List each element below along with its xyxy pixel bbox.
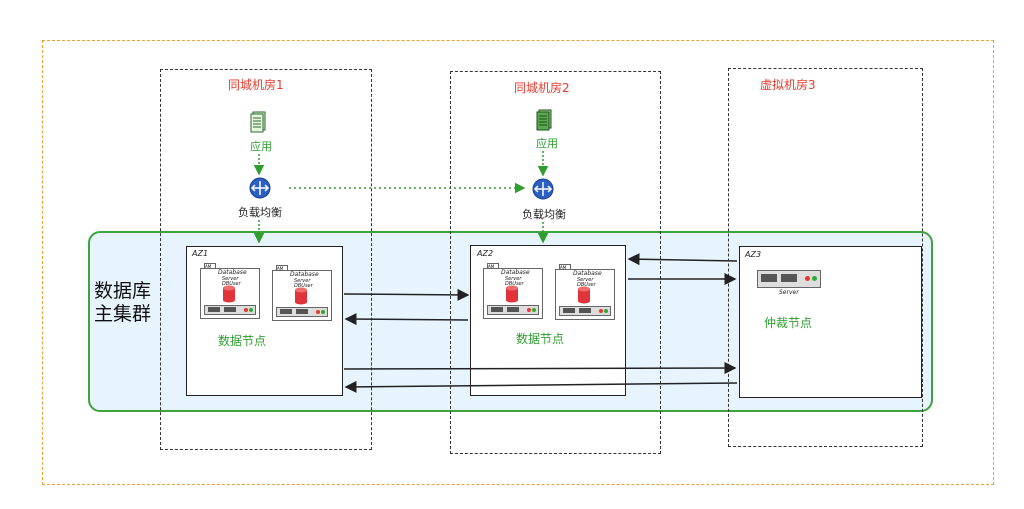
database-server: AM Database Server DBUser [272,265,332,321]
db-sub2: DBUser [505,281,524,287]
app-label-1: 应用 [250,140,272,153]
datacenter-2 [450,71,661,454]
az3-label: AZ3 [745,250,762,259]
cluster-label-line1: 数据库 [94,280,152,302]
db-title: Database [501,269,530,276]
db-title: Database [573,270,602,277]
cluster-label-line2: 主集群 [94,303,152,325]
room3-label: 虚拟机房3 [760,78,816,92]
az3-to-az2-arrow [627,253,738,266]
room1-label: 同城机房1 [228,78,284,92]
room2-label: 同城机房2 [514,81,570,95]
db-sub2: DBUser [577,282,596,288]
data-node-label-2: 数据节点 [516,332,565,346]
datacenter-1 [160,69,372,450]
db-title: Database [290,271,319,278]
load-balancer-icon [532,178,554,200]
az2-label: AZ2 [477,249,494,258]
az2-to-az1-arrow [344,313,469,326]
db-sub: Server [222,276,239,282]
database-server: AM Database Server DBUser [555,264,615,320]
az1-label: AZ1 [192,249,209,258]
lb-label-1: 负载均衡 [238,206,282,219]
server-label: Server [779,289,799,296]
outer-frame [42,40,994,485]
datacenter-3 [728,68,923,447]
arbiter-node-label: 仲裁节点 [764,316,813,330]
az3-to-az1-arrow [344,380,738,393]
arbiter-server: Server [757,270,821,296]
load-balancer-icon [249,177,271,199]
lb-label-2: 负载均衡 [522,208,566,221]
database-icon [506,285,518,303]
database-icon [578,286,590,304]
document-icon [250,111,266,133]
document-icon [536,109,552,131]
data-node-label-1: 数据节点 [218,334,267,348]
database-server: AM Database Server DBUser [483,263,543,319]
az1-to-az3-arrow [343,362,737,375]
cluster-label: 数据库 主集群 [94,280,151,326]
db-sub: Server [577,277,594,283]
db-sub2: DBUser [222,281,241,287]
db-sub: Server [294,278,311,284]
az1-to-az2-arrow [343,288,470,301]
database-icon [295,287,307,305]
db-sub2: DBUser [294,283,313,289]
database-server: AM Database Server DBUser [200,263,260,319]
app-label-2: 应用 [536,137,558,150]
database-icon [223,285,235,303]
db-title: Database [218,269,247,276]
db-sub: Server [505,276,522,282]
